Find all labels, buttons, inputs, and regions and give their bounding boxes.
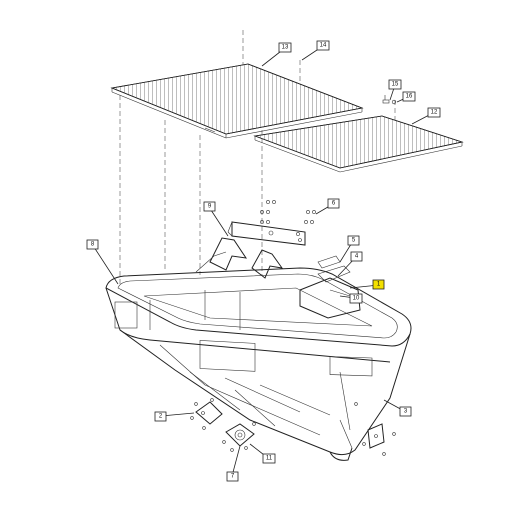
svg-text:14: 14 — [320, 43, 327, 49]
svg-text:2: 2 — [159, 414, 163, 420]
hopper-body — [105, 267, 412, 461]
rim-bracket — [299, 255, 361, 319]
deflector-plate — [227, 221, 306, 246]
callout-9[interactable]: 9 — [203, 201, 216, 212]
callout-7[interactable]: 7 — [226, 471, 239, 482]
callout-11[interactable]: 11 — [262, 453, 276, 464]
svg-text:11: 11 — [266, 456, 273, 462]
callout-16[interactable]: 16 — [402, 91, 416, 102]
grate-upper — [110, 63, 364, 139]
svg-text:9: 9 — [208, 204, 212, 210]
bottom-bracket-left — [190, 398, 223, 430]
grate-hardware — [204, 95, 397, 133]
svg-text:13: 13 — [282, 45, 289, 51]
svg-text:10: 10 — [353, 296, 360, 302]
callouts: 1 2 3 4 5 6 7 8 — [86, 40, 441, 482]
svg-text:7: 7 — [231, 474, 235, 480]
svg-text:4: 4 — [355, 254, 359, 260]
callout-2[interactable]: 2 — [154, 411, 167, 422]
fasteners-upper — [260, 200, 316, 236]
callout-15[interactable]: 15 — [388, 79, 402, 90]
callout-8[interactable]: 8 — [86, 239, 99, 250]
callout-4[interactable]: 4 — [350, 251, 363, 262]
svg-text:16: 16 — [406, 94, 413, 100]
callout-12[interactable]: 12 — [427, 107, 441, 118]
svg-text:6: 6 — [332, 201, 336, 207]
callout-10[interactable]: 10 — [349, 293, 363, 304]
callout-6[interactable]: 6 — [327, 198, 340, 209]
callout-14[interactable]: 14 — [316, 40, 330, 51]
callout-13[interactable]: 13 — [278, 42, 292, 53]
callout-1[interactable]: 1 — [372, 279, 385, 290]
grate-lower — [253, 115, 464, 173]
callout-3[interactable]: 3 — [399, 406, 412, 417]
callout-5[interactable]: 5 — [347, 235, 360, 246]
bottom-bracket-right — [354, 402, 396, 456]
deflector-vanes — [195, 237, 284, 279]
svg-text:15: 15 — [392, 82, 399, 88]
svg-text:1: 1 — [377, 282, 381, 288]
svg-text:12: 12 — [431, 110, 438, 116]
svg-text:3: 3 — [404, 409, 408, 415]
bottom-coupling — [222, 422, 256, 452]
svg-text:5: 5 — [352, 238, 356, 244]
svg-text:8: 8 — [91, 242, 95, 248]
